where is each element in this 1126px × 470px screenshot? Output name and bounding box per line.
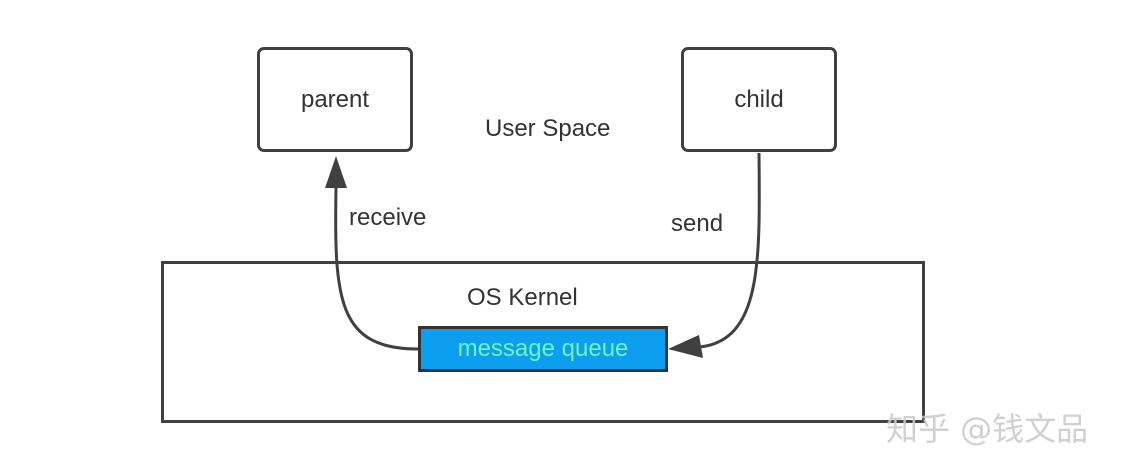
os-kernel-label: OS Kernel	[467, 284, 578, 311]
receive-arrowhead	[325, 156, 347, 188]
receive-arrow	[334, 187, 419, 351]
parent-node-label: parent	[300, 85, 370, 113]
send-arrowhead	[668, 335, 703, 358]
os-kernel-region	[161, 261, 925, 423]
receive-label: receive	[349, 204, 427, 231]
message-queue-node: message queue	[418, 326, 668, 372]
parent-node: parent	[257, 47, 413, 152]
send-label: send	[671, 210, 724, 237]
child-node: child	[681, 47, 837, 152]
send-arrow	[699, 152, 761, 349]
user-space-label: User Space	[485, 115, 611, 142]
message-queue-label: message queue	[457, 335, 629, 362]
child-node-label: child	[734, 85, 784, 113]
watermark: 知乎 @钱文品	[886, 410, 1089, 448]
